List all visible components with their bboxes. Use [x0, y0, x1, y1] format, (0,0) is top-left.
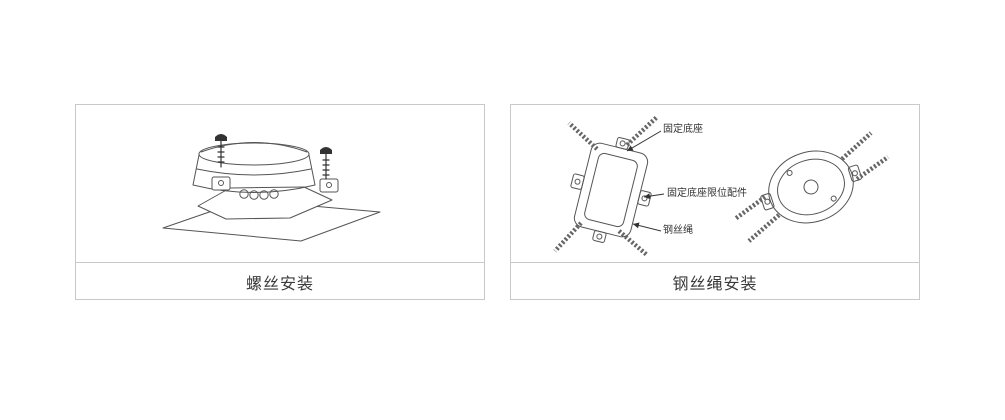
wire-rope-installation-drawing: [553, 115, 890, 257]
leader-arrows: [626, 130, 665, 232]
caption-screw-installation: 螺丝安装: [76, 262, 484, 300]
panel-wire-rope-installation: 固定底座 固定底座限位配件 钢丝绳 钢丝绳安装: [510, 104, 920, 300]
screw-icon: [215, 134, 227, 168]
screw-installation-drawing: [162, 134, 381, 242]
label-limit-accessory: 固定底座限位配件: [667, 188, 747, 199]
screw-icon: [320, 147, 332, 180]
label-wire-rope: 钢丝绳: [663, 225, 693, 236]
label-fixed-base: 固定底座: [663, 124, 703, 135]
screw-installation-figure: [76, 105, 484, 262]
caption-wire-rope-installation: 钢丝绳安装: [511, 262, 919, 300]
wire-rope-installation-figure: 固定底座 固定底座限位配件 钢丝绳: [511, 105, 919, 262]
panel-screw-installation: 螺丝安装: [75, 104, 485, 300]
